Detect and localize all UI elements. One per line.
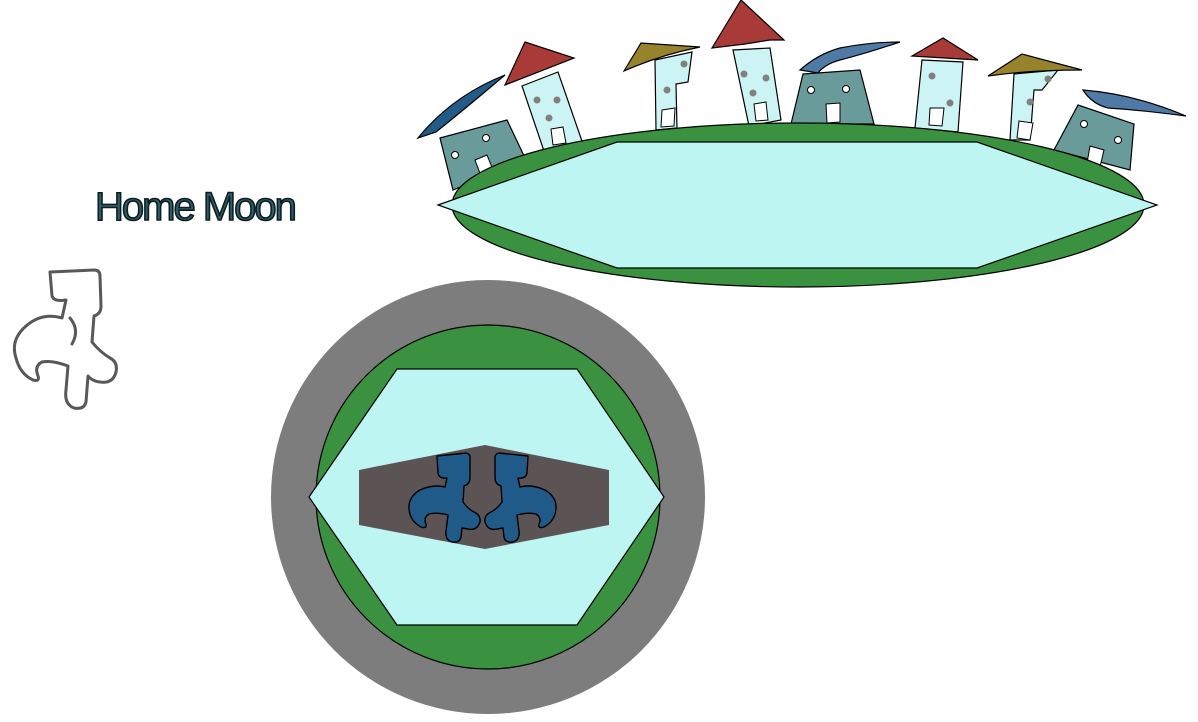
creature-pair-icon <box>408 452 557 543</box>
planet-water-surface <box>436 141 1159 269</box>
page-title: Home Moon <box>95 185 295 229</box>
house-5 <box>790 41 901 125</box>
house-4 <box>710 0 786 127</box>
curly-moon-creature-outline-icon[interactable] <box>12 268 118 410</box>
house-8 <box>1053 89 1187 171</box>
house-7 <box>987 53 1083 141</box>
house-3 <box>622 42 701 131</box>
house-2 <box>503 41 584 155</box>
planet-village[interactable] <box>416 0 1187 288</box>
moon-core-view[interactable] <box>271 280 705 714</box>
house-6 <box>909 37 979 133</box>
